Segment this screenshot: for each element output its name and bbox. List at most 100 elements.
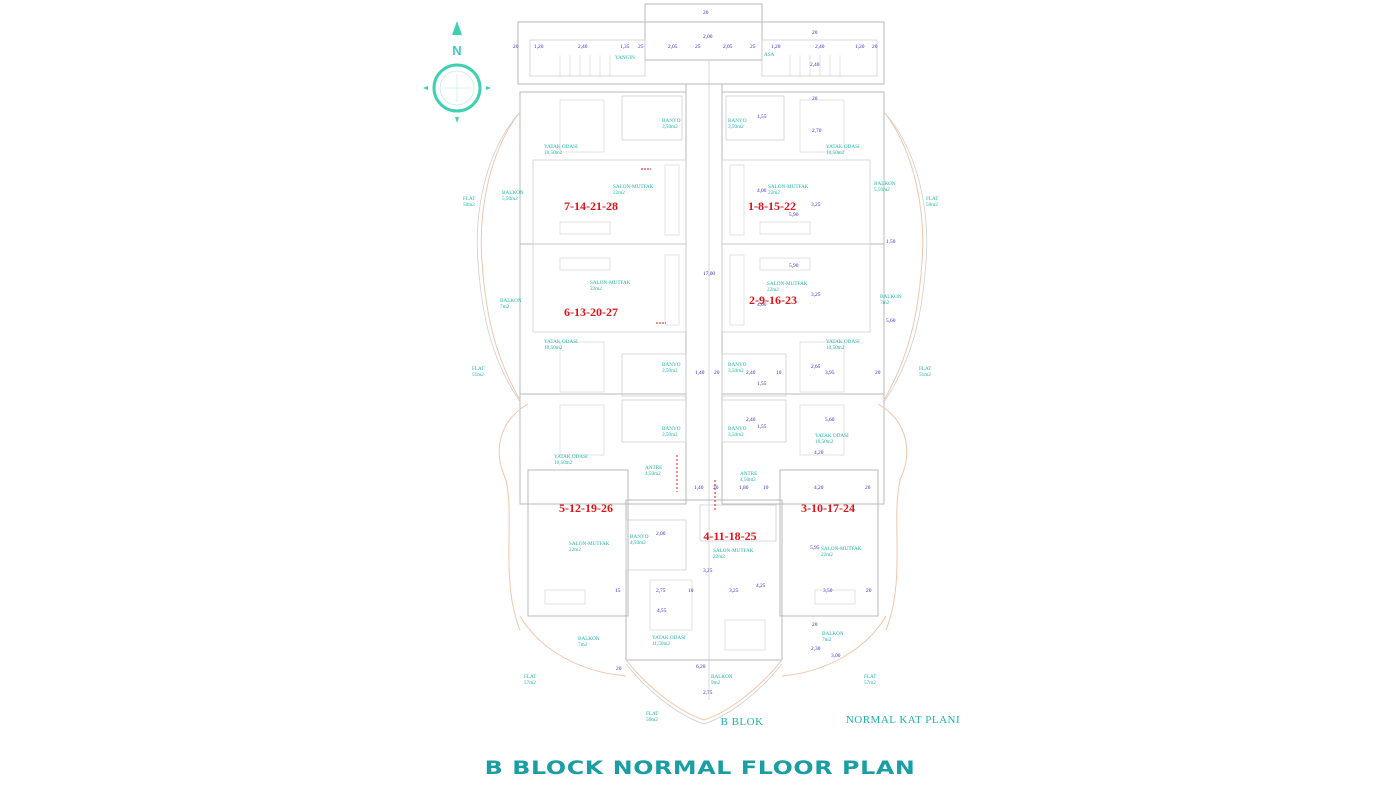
dimension-label: 1,20 (771, 44, 781, 50)
unit-label: 5-12-19-26 (559, 501, 613, 515)
dimension-label: 2,40 (815, 44, 825, 50)
dimension-label: 2,05 (668, 44, 678, 50)
dimension-label: 20 (714, 370, 720, 376)
dimension-label: 5,60 (825, 417, 835, 423)
dimension-label: 3,25 (811, 292, 821, 298)
unit-label: 2-9-16-23 (749, 293, 797, 307)
dimension-label: 1,50 (886, 239, 896, 245)
dimension-label: 3,50 (823, 588, 833, 594)
dimension-label: 25 (695, 44, 701, 50)
north-label: N (452, 43, 461, 58)
unit-label: 1-8-15-22 (748, 199, 796, 213)
dimension-label: 2,40 (810, 62, 820, 68)
dimension-label: 3,25 (811, 202, 821, 208)
dimension-label: 5,60 (886, 318, 896, 324)
unit-labels: 7-14-21-28 1-8-15-22 6-13-20-27 2-9-16-2… (559, 199, 855, 543)
dimension-label: 20 (812, 622, 818, 628)
floor-plan-label: NORMAL KAT PLANI (846, 714, 960, 726)
dimension-label: 1,55 (757, 381, 767, 387)
dimension-label: 2,00 (703, 34, 713, 40)
north-compass: N (423, 21, 491, 123)
block-label: B BLOK (720, 716, 763, 728)
dimension-label: 5,90 (789, 212, 799, 218)
balcony-outlines (476, 111, 928, 725)
dimension-label: 4,20 (814, 450, 824, 456)
dimension-label: 1,40 (695, 370, 705, 376)
dimension-label: 20 (703, 10, 709, 16)
dimension-label: 10 (763, 485, 769, 491)
dimension-label: 2,40 (746, 417, 756, 423)
dimension-label: 3,25 (703, 568, 713, 574)
dimension-label: 25 (638, 44, 644, 50)
dimension-label: 10 (688, 588, 694, 594)
dimension-label: 2,30 (811, 646, 821, 652)
dimension-label: 3,25 (729, 588, 739, 594)
dimension-label: 1,35 (620, 44, 630, 50)
dimension-label: 4,00 (757, 188, 767, 194)
dimension-label: 2,40 (746, 370, 756, 376)
dimension-label: 3,95 (825, 370, 835, 376)
dimension-label: 2,40 (578, 44, 588, 50)
compass-ring-icon (432, 63, 482, 113)
dimension-label: 25 (750, 44, 756, 50)
dimension-label: 15 (615, 588, 621, 594)
dimension-label: 4,25 (756, 583, 766, 589)
unit-label: 7-14-21-28 (564, 199, 618, 213)
door-markers (641, 168, 716, 512)
dimension-label: 4,55 (657, 608, 667, 614)
dimension-label: 20 (616, 666, 622, 672)
dimension-label: 1,55 (757, 114, 767, 120)
dimension-label: 20 (875, 370, 881, 376)
dimension-label: 20 (872, 44, 878, 50)
dimension-label: 1,20 (534, 44, 544, 50)
dimension-label: 2,00 (656, 531, 666, 537)
unit-label: 6-13-20-27 (564, 305, 618, 319)
dimension-label: 6,20 (696, 664, 706, 670)
dimension-label: 2,75 (656, 588, 666, 594)
dimension-labels: 20 1,20 2,40 1,35 25 2,05 25 2,00 2,05 2… (513, 10, 896, 696)
dimension-label: 2,75 (703, 690, 713, 696)
dimension-label: 4,20 (814, 485, 824, 491)
unit-label: 3-10-17-24 (801, 501, 855, 515)
dimension-label: 20 (866, 588, 872, 594)
dimension-label: 20 (812, 30, 818, 36)
dimension-label: 1,20 (855, 44, 865, 50)
dimension-label: 1,55 (757, 424, 767, 430)
dimension-label: 2,70 (812, 128, 822, 134)
